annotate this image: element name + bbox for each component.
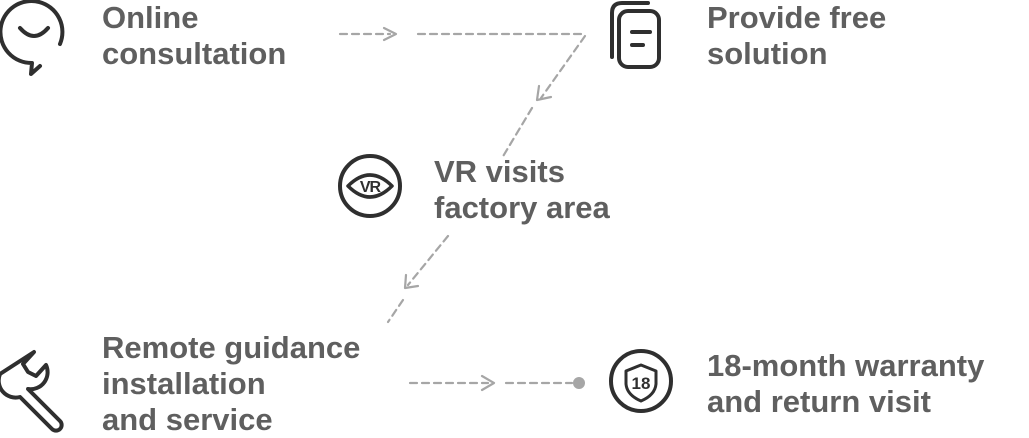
step-label-line: installation [102,366,266,401]
step-label-line: Remote guidance [102,330,361,365]
wrench-icon [0,350,64,433]
chevron-right-icon [382,26,398,42]
connector-solution-to-vr [539,34,587,100]
step-label-line: and return visit [707,384,931,419]
step-remote-guidance-label: Remote guidance installation and service [102,330,360,438]
connector-vr-to-remote-tail [386,298,405,324]
step-label-line: VR visits [434,154,565,189]
step-label-line: consultation [102,36,287,71]
step-vr-visit-label: VR visits factory area [434,154,610,226]
connector-arrowheads [382,26,553,392]
step-free-solution-label: Provide free solution [707,0,886,72]
vr-icon-text: VR [360,179,382,196]
chevron-down-left-icon [403,273,420,290]
connector-vr-to-remote [406,234,450,287]
connectors [338,32,587,385]
step-label-line: Provide free [707,0,887,35]
step-online-consultation-label: Online consultation [102,0,286,72]
shield-18-icon-text: 18 [632,374,651,393]
shield-18-icon: 18 [609,349,673,413]
connector-solution-to-vr-tail [500,106,534,160]
step-label-line: factory area [434,190,610,225]
step-label-line: Online [102,0,199,35]
vr-eye-icon: VR [338,154,402,218]
chat-bubble-smile-icon [0,0,65,76]
documents-icon [610,1,661,69]
connector-end-dot [573,377,585,389]
step-label-line: and service [102,402,273,437]
step-label-line: solution [707,36,828,71]
chevron-right-icon [480,374,496,392]
step-label-line: 18-month warranty [707,348,985,383]
step-warranty-label: 18-month warranty and return visit [707,348,984,420]
chevron-down-left-icon [535,84,553,102]
